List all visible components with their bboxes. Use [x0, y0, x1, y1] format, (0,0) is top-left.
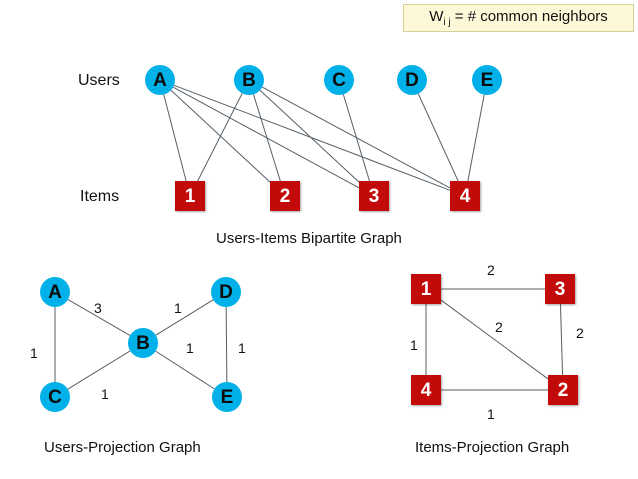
users-projection-weight-D-E: 1 [238, 340, 246, 356]
items-projection-node-1[interactable]: 1 [411, 274, 441, 304]
item-node-1[interactable]: 1 [175, 181, 205, 211]
user-node-c[interactable]: C [324, 65, 354, 95]
items-projection-node-2[interactable]: 2 [548, 375, 578, 405]
node-label: B [242, 69, 256, 91]
node-label: C [48, 386, 62, 408]
bipartite-edge-A-1 [163, 94, 187, 182]
caption-users-projection: Users-Projection Graph [44, 439, 201, 456]
items-projection-weight-4-2: 1 [487, 406, 495, 422]
user-node-a[interactable]: A [145, 65, 175, 95]
caption-bipartite: Users-Items Bipartite Graph [216, 230, 402, 247]
node-label: 4 [459, 185, 471, 207]
node-label: A [153, 69, 167, 91]
node-label: 2 [557, 379, 569, 401]
items-row-label: Items [80, 188, 120, 205]
bipartite-edge-C-3 [342, 94, 370, 182]
node-label: B [136, 332, 150, 354]
user-node-d[interactable]: D [397, 65, 427, 95]
node-label: 2 [279, 185, 291, 207]
items-projection-weight-3-2: 2 [576, 325, 584, 341]
node-label: D [219, 281, 233, 303]
formula-rest: = # common neighbors [450, 8, 608, 25]
bipartite-edge-B-3 [259, 89, 360, 183]
items-projection-weight-1-2: 2 [495, 319, 503, 335]
users-projection-edge-B-C [67, 350, 131, 390]
bipartite-edge-A-2 [170, 89, 271, 183]
node-label: 1 [420, 278, 432, 300]
users-projection-edge-B-D [155, 299, 214, 336]
node-label: A [48, 281, 62, 303]
users-projection-node-d[interactable]: D [211, 277, 241, 307]
node-label: 4 [420, 379, 432, 401]
user-node-b[interactable]: B [234, 65, 264, 95]
bipartite-edge-E-4 [467, 94, 485, 182]
items-projection-node-4[interactable]: 4 [411, 375, 441, 405]
bipartite-edge-A-4 [173, 84, 451, 191]
items-projection-edge-3-2 [559, 303, 564, 376]
users-projection-weight-B-E: 1 [186, 340, 194, 356]
items-projection-weight-1-3: 2 [487, 262, 495, 278]
node-label: 3 [368, 185, 380, 207]
users-projection-weight-B-C: 1 [101, 386, 109, 402]
node-label: 1 [184, 185, 196, 207]
formula-subscript: i j [443, 17, 451, 28]
users-projection-node-a[interactable]: A [40, 277, 70, 307]
bipartite-edge-B-4 [261, 86, 451, 189]
users-projection-edge-B-E [155, 350, 215, 390]
item-node-3[interactable]: 3 [359, 181, 389, 211]
node-label: 3 [554, 278, 566, 300]
formula-callout-box: Wi j = # common neighbors [403, 4, 634, 32]
bipartite-edge-D-4 [417, 93, 459, 182]
items-projection-edge-1-2 [440, 299, 549, 380]
bipartite-edge-B-2 [252, 94, 281, 182]
node-label: D [405, 69, 419, 91]
users-projection-node-c[interactable]: C [40, 382, 70, 412]
caption-items-projection: Items-Projection Graph [415, 439, 570, 456]
bipartite-edge-A-3 [172, 86, 360, 189]
item-node-4[interactable]: 4 [450, 181, 480, 211]
users-row-label: Users [78, 72, 120, 89]
bipartite-edges-group [163, 84, 485, 191]
bipartite-edge-B-1 [197, 93, 243, 182]
users-projection-weight-B-D: 1 [174, 300, 182, 316]
users-projection-weight-A-C: 1 [30, 345, 38, 361]
node-label: E [220, 386, 234, 408]
users-projection-edge-D-E [225, 306, 228, 383]
users-projection-node-e[interactable]: E [212, 382, 242, 412]
node-label: E [480, 69, 494, 91]
users-projection-node-b[interactable]: B [128, 328, 158, 358]
items-projection-weight-1-4: 1 [410, 337, 418, 353]
users-projection-weight-A-B: 3 [94, 300, 102, 316]
items-projection-node-3[interactable]: 3 [545, 274, 575, 304]
formula-symbol: W [429, 8, 444, 25]
item-node-2[interactable]: 2 [270, 181, 300, 211]
user-node-e[interactable]: E [472, 65, 502, 95]
node-label: C [332, 69, 346, 91]
items-projection-edges-group [425, 288, 564, 391]
formula-text: Wi j = # common neighbors [429, 8, 608, 28]
